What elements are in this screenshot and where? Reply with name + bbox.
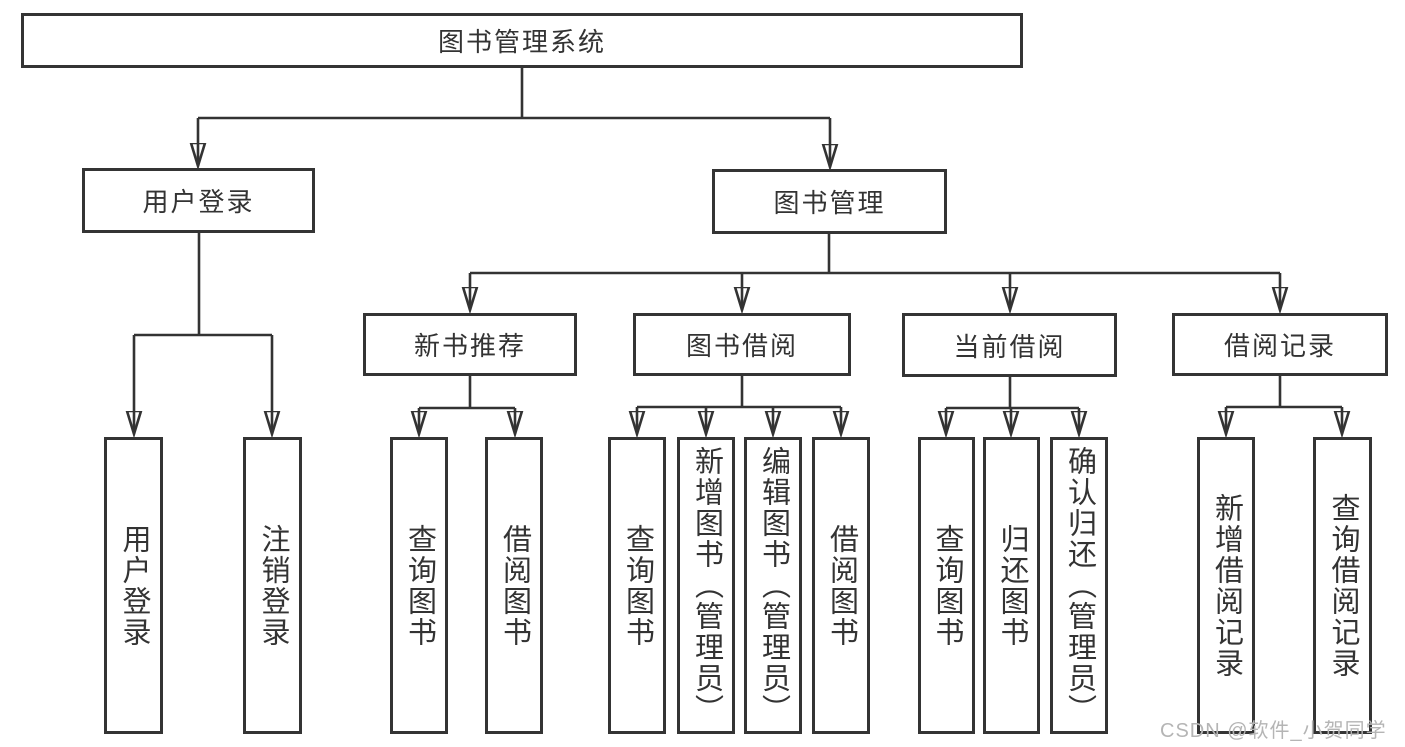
leaf-label: 编辑图书（管理员） <box>757 446 790 725</box>
node-user-login: 用户登录 <box>82 168 315 233</box>
leaf-borrow-books-recommend: 借阅图书 <box>485 437 543 734</box>
csdn-watermark: CSDN @软件_小贺同学 <box>1160 720 1387 742</box>
leaf-return-books: 归还图书 <box>983 437 1040 734</box>
leaf-edit-books-admin: 编辑图书（管理员） <box>744 437 802 734</box>
leaf-label: 借阅图书 <box>825 523 858 648</box>
leaf-label: 新增图书（管理员） <box>690 446 723 725</box>
node-label: 图书管理系统 <box>437 27 606 57</box>
leaf-user-login: 用户登录 <box>104 437 163 734</box>
leaf-query-books-recommend: 查询图书 <box>390 437 448 734</box>
leaf-logout: 注销登录 <box>243 437 302 734</box>
leaf-label: 查询图书 <box>931 523 963 648</box>
leaf-borrow-books: 借阅图书 <box>812 437 870 734</box>
node-label: 图书管理 <box>773 188 886 218</box>
leaf-label: 查询图书 <box>621 523 654 648</box>
leaf-label: 新增借阅记录 <box>1210 492 1243 679</box>
leaf-label: 借阅图书 <box>498 523 531 648</box>
node-book-management: 图书管理 <box>712 169 947 234</box>
leaf-label: 归还图书 <box>996 523 1028 648</box>
leaf-label: 用户登录 <box>118 523 150 648</box>
node-book-borrowing: 图书借阅 <box>633 313 851 376</box>
leaf-query-books-current: 查询图书 <box>918 437 975 734</box>
node-new-book-recommendation: 新书推荐 <box>363 313 577 376</box>
node-borrowing-records: 借阅记录 <box>1172 313 1388 376</box>
node-label: 用户登录 <box>142 187 255 217</box>
leaf-label: 注销登录 <box>257 523 289 648</box>
leaf-label: 查询借阅记录 <box>1327 492 1359 679</box>
node-label: 借阅记录 <box>1223 331 1336 361</box>
leaf-add-books-admin: 新增图书（管理员） <box>677 437 735 734</box>
leaf-label: 查询图书 <box>403 523 436 648</box>
leaf-query-borrow-record: 查询借阅记录 <box>1313 437 1372 734</box>
node-current-borrowing: 当前借阅 <box>902 313 1117 377</box>
node-library-management-system: 图书管理系统 <box>21 13 1023 68</box>
node-label: 当前借阅 <box>953 331 1066 362</box>
leaf-query-books-borrowing: 查询图书 <box>608 437 666 734</box>
leaf-label: 确认归还（管理员） <box>1063 446 1096 725</box>
node-label: 新书推荐 <box>413 331 526 361</box>
leaf-add-borrow-record: 新增借阅记录 <box>1197 437 1255 734</box>
node-label: 图书借阅 <box>685 331 798 361</box>
leaf-confirm-return-admin: 确认归还（管理员） <box>1050 437 1108 734</box>
